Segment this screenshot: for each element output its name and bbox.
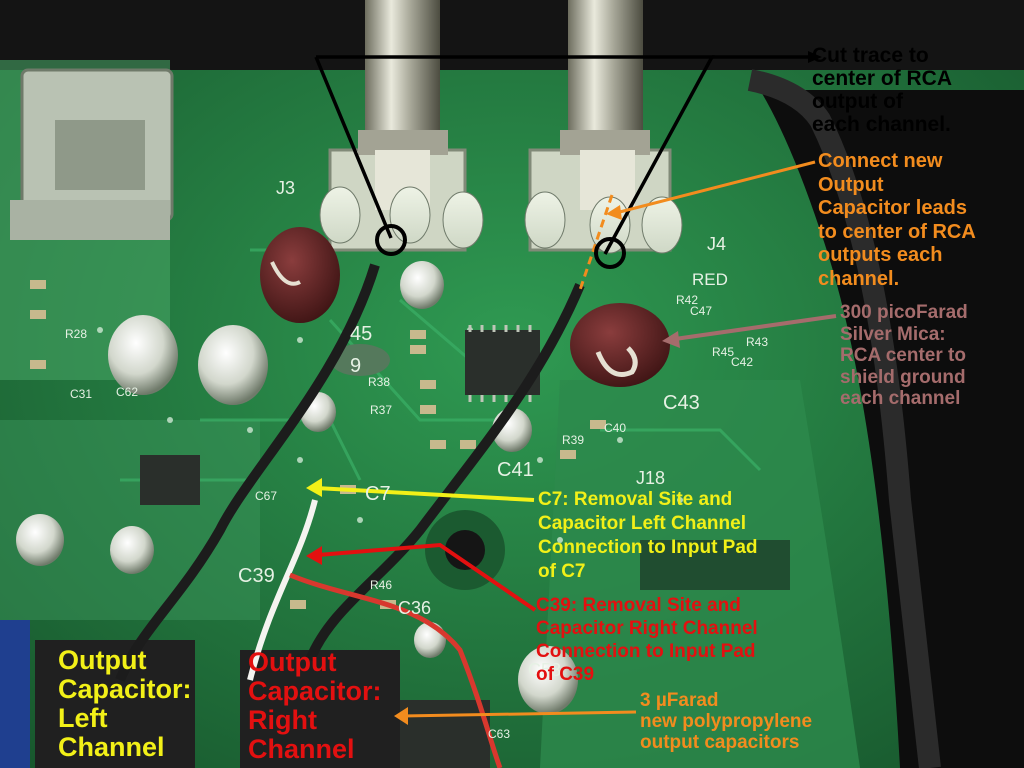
cut-trace-note: Cut trace to center of RCA output of eac… <box>812 44 953 136</box>
new-caps-arrow <box>401 710 637 718</box>
board-label-c40: C40 <box>604 421 626 435</box>
capacitor-body-left <box>35 640 195 768</box>
dark-pad <box>640 540 790 590</box>
connect-arrow <box>611 160 816 216</box>
c7-removal-note: C7: Removal Site and Capacitor Left Chan… <box>538 489 758 582</box>
left-channel-capacitor-label: Output Capacitor: Left Channel <box>58 645 192 762</box>
board-label-r38: R38 <box>368 375 390 389</box>
mica-arrow <box>667 314 837 342</box>
board-label-r39: R39 <box>562 433 584 447</box>
board-label-c43: C43 <box>663 392 700 414</box>
ic-chip <box>140 455 200 505</box>
board-label-c7: C7 <box>365 483 391 505</box>
board-label-r43: R43 <box>746 335 768 349</box>
board-label-r37: R37 <box>370 403 392 417</box>
electrolytic-cap <box>198 325 268 405</box>
right-channel-capacitor-label: Output Capacitor: Right Channel <box>248 647 382 764</box>
mica-capacitor-right <box>570 303 670 387</box>
connect-leads-note: Connect new Output Capacitor leads to ce… <box>818 150 976 290</box>
c39-arrow <box>317 542 537 612</box>
board-label-r42: R42 <box>676 293 698 307</box>
cut-point-left <box>375 224 407 256</box>
enclosure-frame <box>747 69 941 768</box>
mica-capacitor-left <box>260 227 340 323</box>
board-label-red: RED <box>692 270 728 289</box>
electrolytic-cap <box>518 646 578 714</box>
wire-red <box>289 572 503 768</box>
wire-left <box>115 263 380 682</box>
electrolytic-cap <box>400 261 444 309</box>
ic-pins <box>468 325 532 402</box>
board-label-j3: J3 <box>276 178 295 198</box>
wire-orange-dash <box>578 194 614 291</box>
board-label-c62: C62 <box>116 385 138 399</box>
board-label-c63: C63 <box>488 727 510 741</box>
wire-white <box>247 499 318 681</box>
board-label-c47: C47 <box>690 304 712 318</box>
board-label-c58: C58 <box>528 660 561 680</box>
board-label-c41: C41 <box>497 459 534 481</box>
board-label-r46: R46 <box>370 578 392 592</box>
wire-right <box>305 283 585 662</box>
board-label-9: 9 <box>350 355 361 377</box>
c39-removal-note: C39: Removal Site and Capacitor Right Ch… <box>536 595 758 685</box>
electrolytic-cap <box>16 514 64 566</box>
electrolytic-cap <box>414 622 446 658</box>
new-capacitors-note: 3 µFarad new polypropylene output capaci… <box>640 690 813 753</box>
board-label-c67: C67 <box>255 489 277 503</box>
board-label-c39: C39 <box>238 565 275 587</box>
board-label-r28: R28 <box>65 327 87 341</box>
ic-chip <box>400 700 490 768</box>
board-label-j18: J18 <box>636 468 665 488</box>
cut-point-right <box>594 237 626 269</box>
board-label-j4: J4 <box>707 234 726 254</box>
c7-arrow <box>315 486 535 502</box>
silver-mica-note: 300 picoFarad Silver Mica: RCA center to… <box>840 302 968 409</box>
board-label-c36: C36 <box>398 598 431 618</box>
board-label-c42: C42 <box>731 355 753 369</box>
board-label-c31: C31 <box>70 387 92 401</box>
electrolytic-cap <box>108 315 178 395</box>
board-label-45: 45 <box>350 323 372 345</box>
rca-jack-left <box>319 0 484 252</box>
capacitor-body-right <box>240 650 400 768</box>
electrolytic-cap <box>110 526 154 574</box>
board-label-r45: R45 <box>712 345 734 359</box>
